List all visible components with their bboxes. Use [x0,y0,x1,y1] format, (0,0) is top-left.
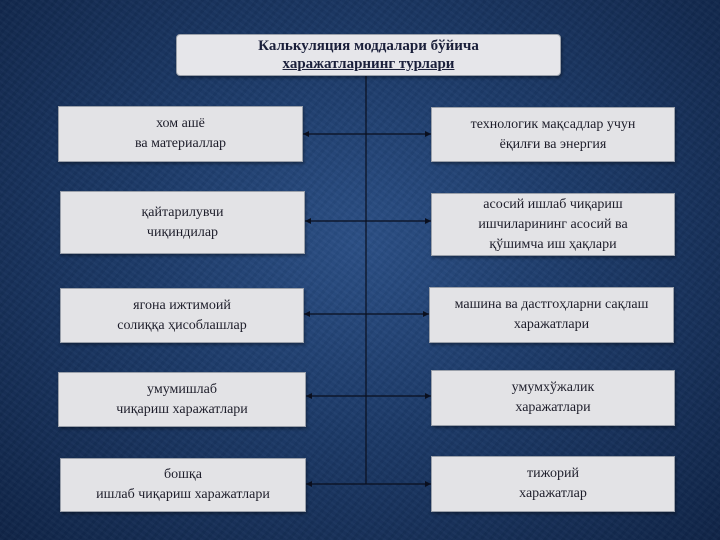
right-box-worker-wages: асосий ишлаб чиқариш ишчиларининг асосий… [431,193,675,256]
box-text-line: умумишлаб [147,381,217,397]
box-text-line: қайтарилувчи [141,204,224,220]
left-box-raw-materials: хом ашё ва материаллар [58,106,303,162]
arrowhead-left-5 [306,481,312,487]
box-text-line: чиқариш харажатлари [116,401,248,417]
box-text-line: ишлаб чиқариш харажатлари [96,487,270,502]
box-text-line: харажатлари [515,400,591,415]
left-box-returnable-waste: қайтарилувчи чиқиндилар [60,191,305,254]
box-text-line: ягона ижтимоий [133,297,231,313]
box-text-line: асосий ишлаб чиқариш [483,196,623,212]
arrowhead-right-3 [423,311,429,317]
box-text-line: ва материаллар [134,136,227,151]
box-text-line: чиқиндилар [146,224,219,240]
arrowhead-right-1 [425,131,431,137]
box-text-line: қўшимча иш ҳақлари [489,236,617,252]
left-box-general-production: умумишлаб чиқариш харажатлари [58,372,306,427]
arrowhead-left-2 [305,218,311,224]
right-box-fuel-energy: технологик мақсадлар учун ёқилғи ва энер… [431,107,675,162]
arrowhead-right-2 [425,218,431,224]
arrowhead-right-4 [425,393,431,399]
box-text-line: хом ашё [156,116,205,131]
right-box-general-business: умумхўжалик харажатлари [431,370,675,426]
title-line-1: Калькуляция моддалари бўйича [258,38,479,54]
title-line-2: харажатларнинг турлари [282,56,455,72]
left-box-other-production: бошқа ишлаб чиқариш харажатлари [60,458,306,512]
arrowhead-right-5 [425,481,431,487]
right-box-commercial: тижорий харажатлар [431,456,675,512]
right-box-machine-maintenance: машина ва дастгоҳларни сақлаш харажатлар… [429,287,674,343]
arrowhead-left-3 [304,311,310,317]
box-text-line: ишчиларининг асосий ва [478,216,628,232]
diagram-title: Калькуляция моддалари бўйича харажатларн… [176,34,561,76]
box-text-line: ёқилғи ва энергия [499,136,607,152]
box-text-line: харажатлари [513,317,590,332]
box-text-line: машина ва дастгоҳларни сақлаш [454,297,649,312]
box-text-line: умумхўжалик [511,380,595,395]
box-text-line: технологик мақсадлар учун [470,116,636,132]
arrowhead-left-4 [306,393,312,399]
left-box-social-tax: ягона ижтимоий солиққа ҳисоблашлар [60,288,304,343]
box-text-line: бошқа [164,467,202,482]
box-text-line: тижорий [527,466,579,481]
box-text-line: солиққа ҳисоблашлар [117,317,247,333]
arrowhead-left-1 [303,131,309,137]
box-text-line: харажатлар [519,486,587,501]
